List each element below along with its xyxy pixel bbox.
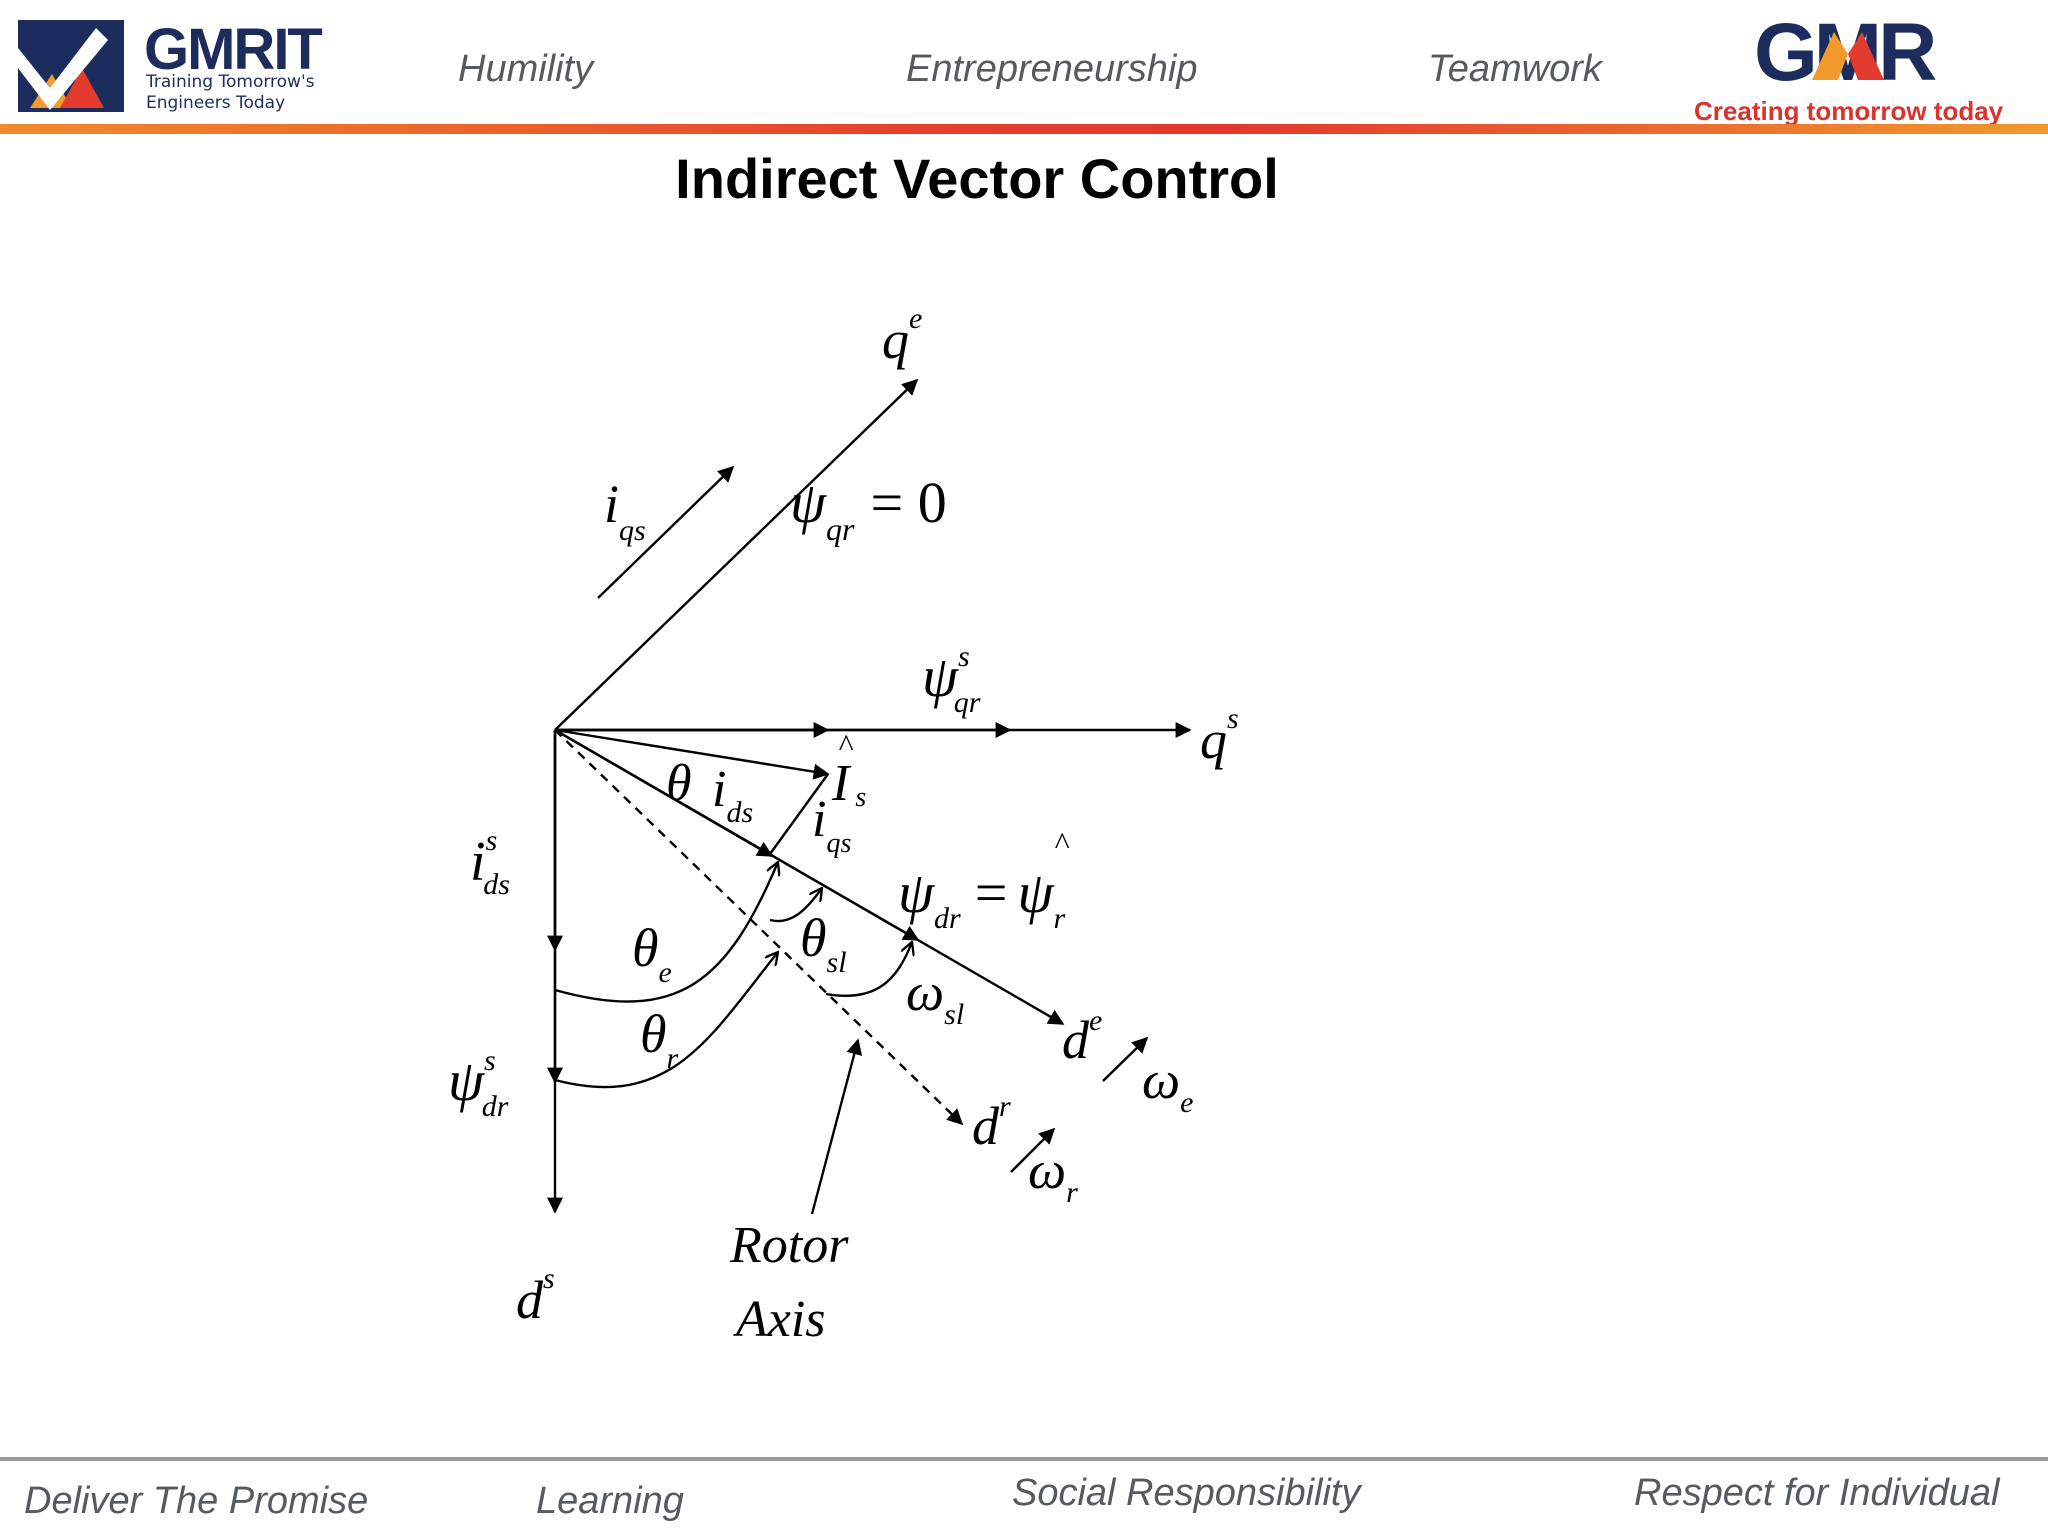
- omega-e-arrow: [1102, 1036, 1149, 1082]
- slide-title: Indirect Vector Control: [675, 147, 1279, 210]
- label-ids: ids: [712, 761, 753, 829]
- label-hat-psi-r: ^: [1054, 825, 1070, 861]
- label-theta-r: θr: [640, 1004, 679, 1075]
- gmr-logo: GMR Creating tomorrow today: [1690, 6, 2010, 126]
- label-axis: Axis: [733, 1291, 826, 1348]
- label-psi-qr-equals-zero: ψqr= 0: [790, 470, 947, 547]
- gmrit-logo: GMRIT Training Tomorrow's Engineers Toda…: [16, 17, 326, 118]
- rotor-axis-pointer: [810, 1038, 863, 1215]
- label-omega-r: ωr: [1028, 1140, 1078, 1209]
- label-omega-sl: ωsl: [906, 962, 964, 1031]
- theta-r-arc: [554, 952, 778, 1089]
- label-qe: qe: [882, 302, 922, 370]
- header-value-humility: Humility: [458, 48, 594, 90]
- psi-dr-arrow: [554, 728, 920, 942]
- footer-value-social-responsibility: Social Responsibility: [1012, 1472, 1361, 1514]
- gmrit-wordmark: GMRIT: [144, 17, 323, 82]
- gmr-tagline: Creating tomorrow today: [1694, 96, 2004, 126]
- dr-axis-dashed: [554, 729, 964, 1126]
- footer-value-deliver-the-promise: Deliver The Promise: [24, 1480, 369, 1522]
- label-iqs-component: iqs: [812, 791, 851, 859]
- omega-sl-arc: [825, 942, 912, 997]
- gmrit-tagline-line1: Training Tomorrow's: [146, 72, 315, 92]
- stator-current-vector: [554, 728, 830, 780]
- label-omega-e: ωe: [1142, 1050, 1193, 1119]
- label-theta: θ: [666, 755, 692, 812]
- header-divider: [0, 124, 2048, 134]
- footer-divider: [0, 1457, 2048, 1461]
- gmr-chevron-icon: [1812, 32, 1884, 80]
- label-dr: dr: [972, 1090, 1011, 1156]
- label-ds: ds: [516, 1262, 555, 1330]
- label-iqs: iqs: [604, 474, 646, 547]
- label-rotor: Rotor: [729, 1217, 849, 1274]
- gmrit-emblem-icon: [18, 20, 124, 112]
- label-psi-dr-equals-psi-r: ψdr=ψr: [898, 860, 1065, 935]
- theta-sl-arc: [769, 888, 822, 923]
- footer-value-learning: Learning: [536, 1480, 684, 1522]
- label-theta-e: θe: [632, 918, 672, 989]
- label-theta-sl: θsl: [800, 908, 847, 979]
- gmrit-tagline: Training Tomorrow's Engineers Today: [146, 72, 314, 114]
- header-value-teamwork: Teamwork: [1428, 48, 1602, 90]
- qe-axis: [554, 378, 919, 731]
- theta-e-arc: [554, 862, 778, 1003]
- omega-r-arrow: [1010, 1127, 1056, 1173]
- label-hat-Is: ^: [838, 727, 854, 763]
- gmrit-tagline-line2: Engineers Today: [146, 93, 286, 113]
- label-de: de: [1062, 1004, 1102, 1070]
- header-value-entrepreneurship: Entrepreneurship: [906, 48, 1198, 90]
- footer-value-respect-for-individual: Respect for Individual: [1634, 1472, 2000, 1514]
- iqs-direction-arrow: [597, 465, 735, 599]
- iqs-component: [769, 773, 829, 855]
- label-qs: qs: [1200, 702, 1239, 770]
